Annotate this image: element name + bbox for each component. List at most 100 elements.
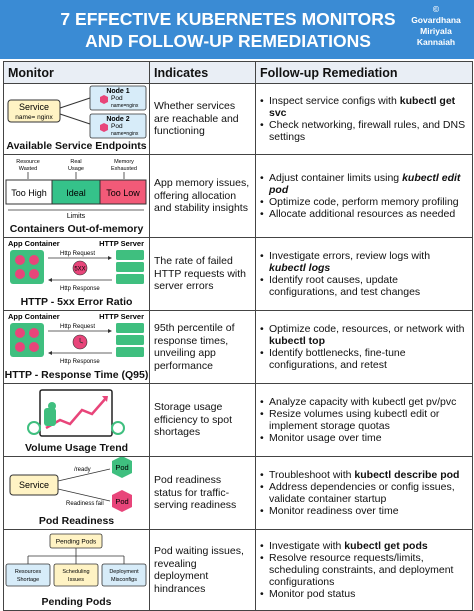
remediation-item: Address dependencies or config issues, v…: [260, 481, 468, 505]
pending-pods-label: Pending Pods: [56, 539, 97, 546]
app-container-label: App Container: [8, 312, 60, 321]
column-header-indicates: Indicates: [149, 61, 256, 84]
too-high-label: Too High: [11, 188, 47, 198]
column-header-remediation: Follow-up Remediation: [255, 61, 473, 84]
node1-label: Node 1: [106, 88, 129, 95]
author-credit: © Govardhana Miriyala Kannaiah: [404, 4, 468, 48]
monitor-cell: Service /ready Pod Readiness fail Pod Po…: [3, 456, 150, 530]
remediation-item: Monitor readiness over time: [260, 505, 468, 517]
pod-label: Pod: [111, 95, 123, 102]
leaf-label: Scheduling: [62, 569, 89, 575]
server-icon: [116, 323, 144, 333]
remediation-item: Monitor pod status: [260, 588, 468, 600]
trend-line: [45, 397, 107, 430]
label-real: Real: [70, 159, 81, 165]
indicates-cell: 95th percentile of response times, unvei…: [149, 310, 256, 384]
service-box: [7, 99, 61, 123]
service-label: Service: [19, 102, 49, 112]
remediation-cell: Investigate errors, review logs with kub…: [255, 237, 473, 311]
pod-name-label: name=nginx: [111, 131, 139, 137]
table-row: Service name= nginx Node 1 Pod name=ngin…: [3, 83, 473, 155]
remediation-item: Optimize code, resources, or network wit…: [260, 323, 468, 347]
remediation-item: Optimize code, perform memory profiling: [260, 196, 468, 208]
copyright-symbol: ©: [432, 4, 440, 14]
label-resource: Resource: [16, 159, 40, 165]
remediation-cell: Troubleshoot with kubectl describe pod A…: [255, 456, 473, 530]
remediation-cell: Adjust container limits using kubectl ed…: [255, 154, 473, 238]
arrow-to-node2: [59, 113, 91, 125]
monitor-cell: App Container HTTP Server Http Request: [3, 310, 150, 384]
remediation-cell: Analyze capacity with kubectl get pv/pvc…: [255, 383, 473, 457]
monitor-name: Pending Pods: [41, 596, 112, 608]
indicates-cell: Whether services are reachable and funct…: [149, 83, 256, 155]
monitor-cell: Pending Pods Resources Shortage Scheduli…: [3, 529, 150, 611]
table-row: Resource Wasted Real Usage Memory Exhaus…: [3, 154, 473, 238]
pod-label: Pod: [115, 463, 128, 472]
volume-trend-diagram: [27, 389, 125, 437]
remediation-item: Adjust container limits using kubectl ed…: [260, 172, 468, 196]
limits-label: Limits: [67, 213, 86, 220]
pod-label: Pod: [111, 123, 123, 130]
indicates-cell: The rate of failed HTTP requests with se…: [149, 237, 256, 311]
http-response-label: Http Response: [60, 286, 100, 292]
memory-limits-diagram: Resource Wasted Real Usage Memory Exhaus…: [5, 159, 147, 220]
monitor-cell: Volume Usage Trend: [3, 383, 150, 457]
remediation-cell: Inspect service configs with kubectl get…: [255, 83, 473, 155]
remediation-item: Identify bottlenecks, fine-tune configur…: [260, 347, 468, 371]
remediation-item: Resolve resource requests/limits, schedu…: [260, 552, 468, 588]
service-name-label: name= nginx: [15, 114, 53, 121]
resources-shortage-box: [5, 563, 51, 587]
too-low-segment: [99, 179, 147, 205]
monitor-cell: Resource Wasted Real Usage Memory Exhaus…: [3, 154, 150, 238]
label-exhausted: Exhausted: [111, 166, 137, 172]
too-high-segment: [5, 179, 53, 205]
node2-label: Node 2: [106, 116, 129, 123]
arrow-to-node1: [59, 97, 91, 109]
pending-pods-diagram: Pending Pods Resources Shortage Scheduli…: [5, 533, 147, 587]
monitor-name: Containers Out-of-memory: [9, 223, 144, 235]
ideal-label: Ideal: [66, 188, 86, 198]
remediation-cell: Investigate with kubectl get pods Resolv…: [255, 529, 473, 611]
app-container-icon: [10, 250, 44, 284]
monitor-name: Available Service Endpoints: [6, 140, 147, 152]
author-middle-name: Miriyala: [420, 26, 452, 36]
label-memory: Memory: [114, 159, 134, 165]
table-row: Volume Usage Trend Storage usage efficie…: [3, 383, 473, 457]
remediation-item: Investigate with kubectl get pods: [260, 540, 468, 552]
pod-readiness-diagram: Service /ready Pod Readiness fail Pod: [9, 456, 132, 512]
http-request-label: Http Request: [60, 251, 95, 257]
deployment-misconfigs-box: [101, 563, 147, 587]
scheduling-issues-box: [53, 563, 99, 587]
monitor-name: HTTP - Response Time (Q95): [4, 369, 149, 381]
remediation-item: Inspect service configs with kubectl get…: [260, 95, 468, 119]
column-header-monitor: Monitor: [3, 61, 150, 84]
table-row: Pending Pods Resources Shortage Scheduli…: [3, 529, 473, 611]
ready-label: /ready: [74, 467, 91, 473]
http-server-label: HTTP Server: [99, 312, 144, 321]
indicates-cell: Storage usage efficiency to spot shortag…: [149, 383, 256, 457]
pod-label: Pod: [115, 497, 128, 506]
server-icon: [116, 250, 144, 260]
svg-text:Shortage: Shortage: [17, 577, 39, 583]
author-last-name: Kannaiah: [416, 37, 456, 47]
http-5xx-diagram: App Container HTTP Server Http Request 5…: [8, 239, 144, 292]
monitor-name: Pod Readiness: [38, 515, 115, 527]
http-request-label: Http Request: [60, 324, 95, 330]
pod-icon: [100, 95, 108, 104]
leaf-label: Deployment: [109, 569, 139, 575]
remediation-item: Monitor usage over time: [260, 432, 468, 444]
svg-text:Issues: Issues: [68, 577, 84, 583]
leaf-label: Resources: [15, 569, 42, 575]
indicates-cell: App memory issues, offering allocation a…: [149, 154, 256, 238]
remediation-item: Analyze capacity with kubectl get pv/pvc: [260, 396, 468, 408]
gear-icon: [111, 421, 125, 435]
pod-ready-icon: [112, 456, 132, 478]
service-label: Service: [19, 480, 49, 490]
table-row: App Container HTTP Server Http Request: [3, 310, 473, 384]
gear-icon: [27, 421, 41, 435]
app-container-icon: [10, 323, 44, 357]
table-header-row: Monitor Indicates Follow-up Remediation: [3, 61, 473, 84]
http-response-time-diagram: App Container HTTP Server Http Request: [8, 312, 144, 365]
page-title: 7 EFFECTIVE KUBERNETES MONITORS AND FOLL…: [60, 9, 396, 51]
app-container-label: App Container: [8, 239, 60, 248]
